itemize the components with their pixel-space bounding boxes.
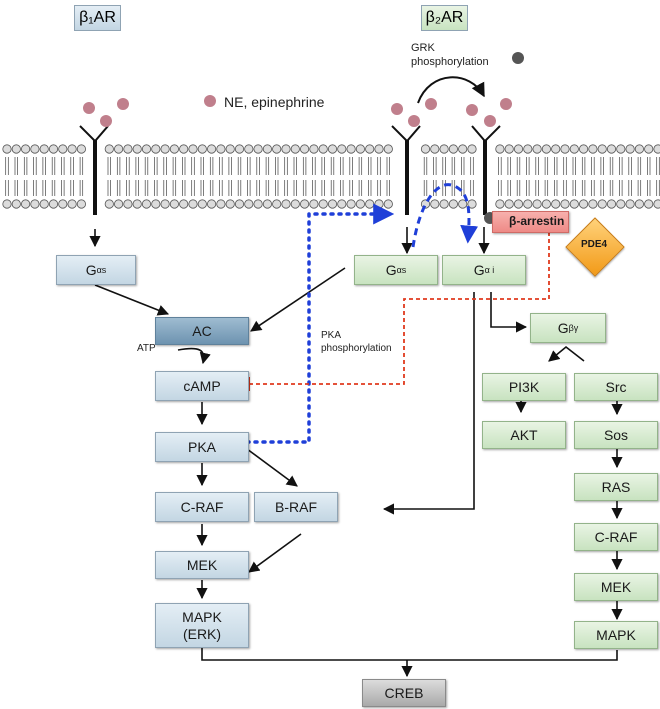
- akt-box: AKT: [482, 421, 566, 449]
- g-beta-gamma-sub: βγ: [568, 322, 579, 333]
- pka-box: PKA: [155, 432, 249, 462]
- b1ar-receptor: [79, 125, 109, 215]
- g-alpha-i-sub: α i: [484, 264, 495, 275]
- ras-box: RAS: [574, 473, 658, 501]
- b1ar-label: β₁AR: [74, 5, 121, 31]
- gs-to-gi-switch-arrow: [411, 183, 479, 248]
- grk-label-line2: phosphorylation: [411, 55, 489, 68]
- mapk-right-box: MAPK: [574, 621, 658, 649]
- pde4-inhibition: [249, 232, 550, 385]
- atp-label: ATP: [137, 343, 156, 354]
- b2ar-label: β₂AR: [421, 5, 468, 31]
- mapk-erk-box: MAPK (ERK): [155, 603, 249, 648]
- g-alpha-s-left-sub: αs: [96, 264, 107, 275]
- grk-label-line1: GRK: [411, 42, 435, 54]
- ligand-dots: [83, 95, 512, 127]
- mek-right-box: MEK: [574, 573, 658, 601]
- g-alpha-s-right-sub: αs: [396, 264, 407, 275]
- ligand-label: NE, epinephrine: [224, 94, 325, 110]
- b-raf-box: B-RAF: [254, 492, 338, 522]
- b2ar-receptor-left: [391, 125, 421, 215]
- c-raf-right-box: C-RAF: [574, 523, 658, 551]
- b2ar-receptor-right: [471, 125, 501, 215]
- black-arrows: [89, 227, 623, 678]
- lipid-bilayer: [2, 144, 660, 209]
- sos-box: Sos: [574, 421, 658, 449]
- creb-box: CREB: [362, 679, 446, 707]
- camp-box: cAMP: [155, 371, 249, 401]
- g-alpha-s-right-base: G: [385, 261, 397, 278]
- grk-label: GRK phosphorylation: [411, 42, 489, 70]
- ac-box: AC: [155, 317, 249, 345]
- pka-phosphorylation-arrow: [245, 203, 395, 444]
- g-alpha-s-left-base: G: [85, 261, 97, 278]
- g-alpha-i-base: G: [473, 261, 485, 278]
- beta-arrestin-box: β-arrestin: [492, 211, 569, 233]
- pka-phosphorylation-label: PKA phosphorylation: [321, 330, 392, 355]
- g-beta-gamma-base: G: [557, 319, 569, 336]
- pi3k-box: PI3K: [482, 373, 566, 401]
- pde4-label: PDE4: [580, 239, 608, 250]
- grk-arrow: [417, 76, 485, 104]
- phosphate-dot: [512, 52, 524, 64]
- pka-phos-line2: phosphorylation: [321, 342, 392, 354]
- src-box: Src: [574, 373, 658, 401]
- pka-phos-line1: PKA: [321, 330, 342, 341]
- mek-left-box: MEK: [155, 551, 249, 579]
- c-raf-left-box: C-RAF: [155, 492, 249, 522]
